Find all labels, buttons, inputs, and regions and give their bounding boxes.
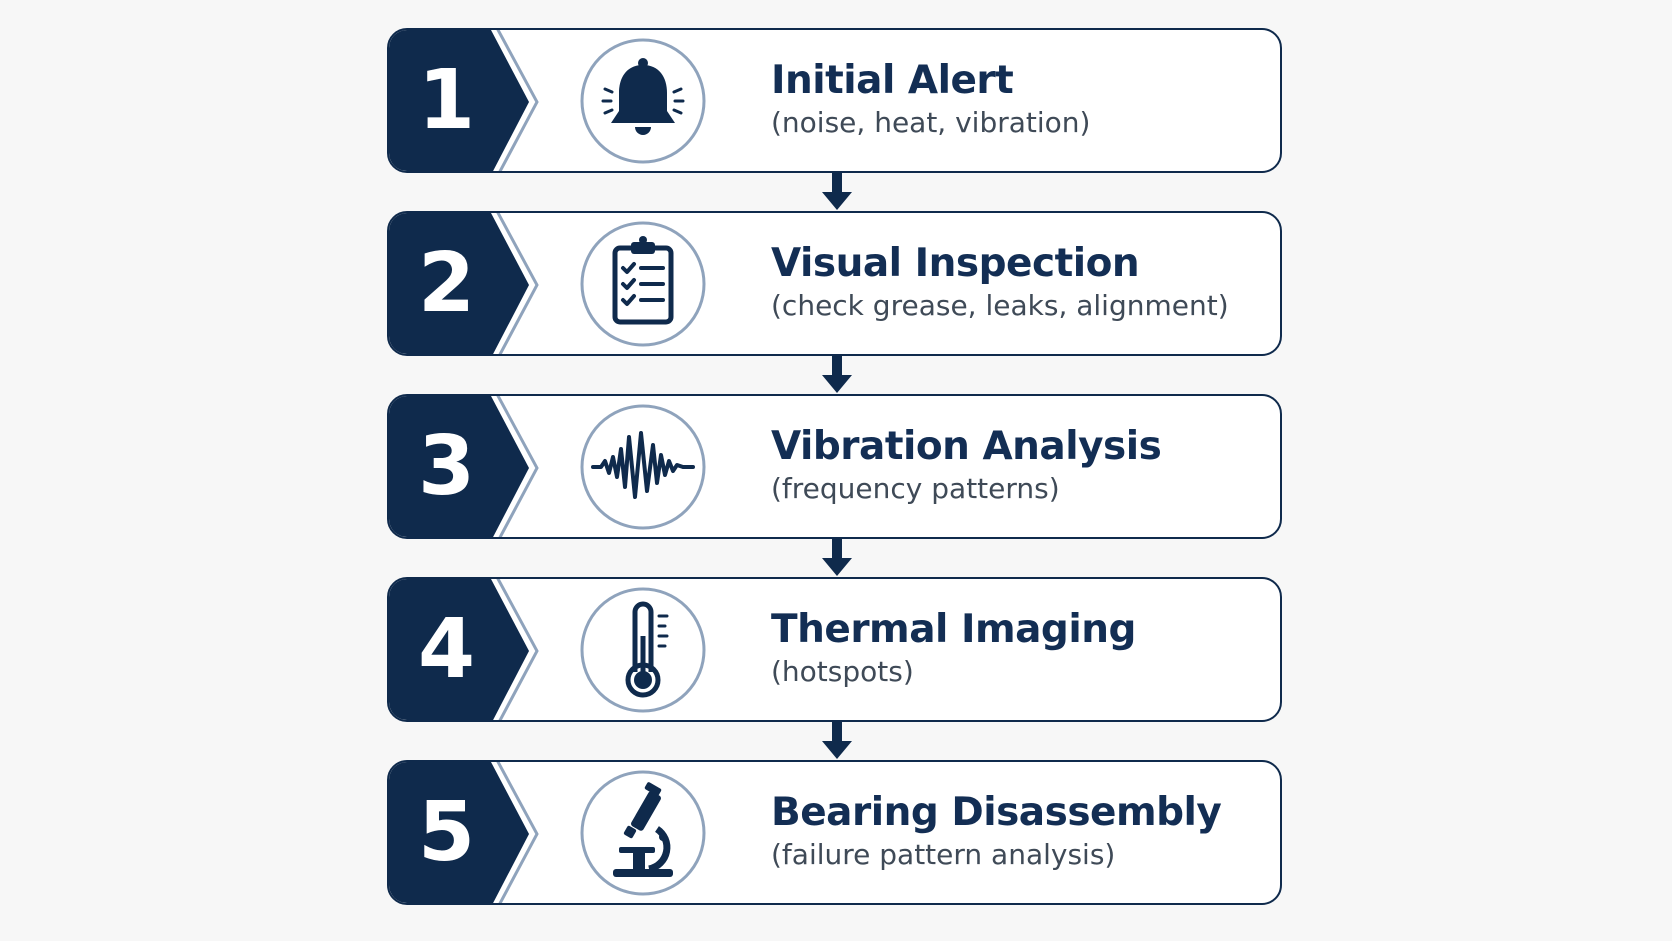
bell-icon	[580, 38, 706, 164]
number-chevron	[389, 579, 539, 720]
down-arrow-icon	[822, 538, 852, 576]
number-chevron	[389, 762, 539, 903]
step-title: Visual Inspection	[771, 241, 1140, 286]
waveform-icon	[580, 404, 706, 530]
step-number: 3	[417, 419, 476, 514]
step-number: 2	[417, 236, 476, 331]
step-title: Thermal Imaging	[771, 607, 1136, 652]
step-title: Bearing Disassembly	[771, 790, 1222, 835]
step-card-5: 5 Bearing Disassembly (failure pattern a…	[387, 760, 1282, 905]
number-chevron	[389, 396, 539, 537]
down-arrow-icon	[822, 355, 852, 393]
number-chevron	[389, 30, 539, 171]
step-card-3: 3 Vibration Analysis (frequency patterns…	[387, 394, 1282, 539]
step-number: 4	[417, 602, 476, 697]
step-card-2: 2 Visual Inspection (check grease, leaks…	[387, 211, 1282, 356]
down-arrow-icon	[822, 721, 852, 759]
step-card-4: 4 Thermal Imaging (hotspots)	[387, 577, 1282, 722]
step-number: 5	[417, 785, 476, 880]
step-subtitle: (failure pattern analysis)	[771, 838, 1116, 871]
step-subtitle: (hotspots)	[771, 655, 914, 688]
clipboard-checklist-icon	[580, 221, 706, 347]
step-title: Initial Alert	[771, 58, 1014, 103]
step-subtitle: (noise, heat, vibration)	[771, 106, 1091, 139]
number-chevron	[389, 213, 539, 354]
thermometer-icon	[580, 587, 706, 713]
microscope-icon	[580, 770, 706, 896]
down-arrow-icon	[822, 172, 852, 210]
step-number: 1	[417, 53, 476, 148]
step-title: Vibration Analysis	[771, 424, 1162, 469]
step-card-1: 1 Initial Alert (noise, heat, vibration)	[387, 28, 1282, 173]
step-subtitle: (check grease, leaks, alignment)	[771, 289, 1229, 322]
step-subtitle: (frequency patterns)	[771, 472, 1060, 505]
